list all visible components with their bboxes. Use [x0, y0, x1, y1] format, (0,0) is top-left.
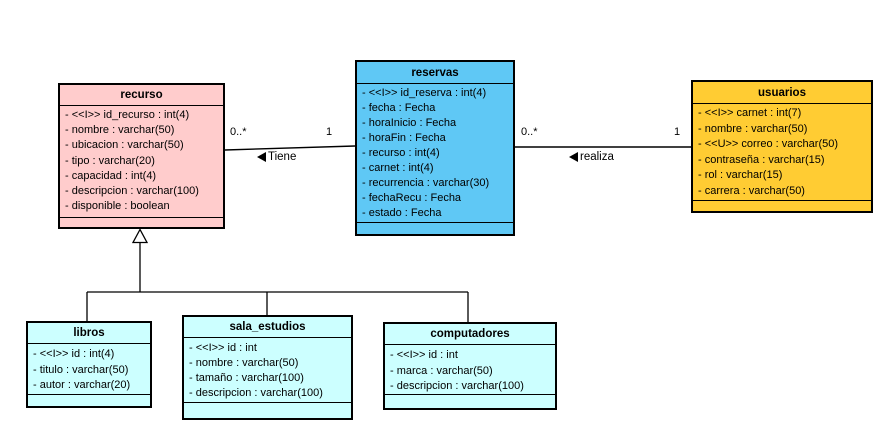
attribute-row: - descripcion : varchar(100) [189, 387, 323, 399]
multiplicity-usuarios-side: 1 [674, 126, 681, 138]
inheritance-triangle-icon [131, 228, 149, 244]
entity-attributes: - <<I>> id : int - nombre : varchar(50) … [184, 338, 351, 403]
entity-empty-compartment [357, 223, 513, 234]
association-line-tiene [224, 145, 356, 151]
attribute-row: - descripcion : varchar(100) [390, 380, 524, 393]
entity-computadores[interactable]: computadores - <<I>> id : int - marca : … [383, 322, 557, 410]
attribute-row: - fecha : Fecha [362, 102, 436, 114]
entity-empty-compartment [28, 395, 150, 406]
attribute-row: - tamaño : varchar(100) [189, 372, 304, 384]
entity-title: computadores [385, 324, 555, 345]
entity-empty-compartment [184, 403, 351, 418]
attribute-row: - contraseña : varchar(15) [698, 153, 825, 166]
attribute-row: - rol : varchar(15) [698, 169, 783, 182]
attribute-row: - marca : varchar(50) [390, 364, 493, 377]
attribute-row: - <<I>> id : int [390, 349, 458, 361]
entity-empty-compartment [60, 218, 223, 227]
entity-attributes: - <<I>> id : int - marca : varchar(50) -… [385, 345, 555, 395]
association-name-tiene: Tiene [257, 151, 296, 163]
attribute-row: - disponible : boolean [65, 200, 170, 213]
entity-empty-compartment [385, 395, 555, 408]
entity-attributes: - <<I>> carnet : int(7) - nombre : varch… [693, 104, 871, 201]
attribute-row: - horaInicio : Fecha [362, 117, 457, 129]
attribute-row: - recurrencia : varchar(30) [362, 177, 490, 189]
attribute-row: - autor : varchar(20) [33, 379, 131, 392]
attribute-row: - estado : Fecha [362, 207, 442, 219]
entity-sala-estudios[interactable]: sala_estudios - <<I>> id : int - nombre … [182, 315, 353, 420]
attribute-row: - horaFin : Fecha [362, 132, 446, 144]
attribute-row: - capacidad : int(4) [65, 169, 157, 182]
entity-title: sala_estudios [184, 317, 351, 338]
entity-attributes: - <<I>> id_reserva : int(4) - fecha : Fe… [357, 84, 513, 223]
entity-reservas[interactable]: reservas - <<I>> id_reserva : int(4) - f… [355, 60, 515, 236]
entity-title: usuarios [693, 82, 871, 104]
multiplicity-recurso-side: 0..* [230, 126, 247, 138]
arrow-left-icon [569, 152, 578, 162]
entity-title: reservas [357, 62, 513, 84]
entity-attributes: - <<I>> id_recurso : int(4) - nombre : v… [60, 106, 223, 218]
entity-libros[interactable]: libros - <<I>> id : int(4) - titulo : va… [26, 321, 152, 408]
attribute-row: - nombre : varchar(50) [65, 124, 175, 137]
attribute-row: - descripcion : varchar(100) [65, 185, 199, 198]
entity-title: libros [28, 323, 150, 344]
entity-attributes: - <<I>> id : int(4) - titulo : varchar(5… [28, 344, 150, 395]
multiplicity-reservas-side: 1 [326, 126, 333, 138]
attribute-row: - <<I>> id_reserva : int(4) [362, 87, 487, 99]
entity-empty-compartment [693, 201, 871, 211]
arrow-left-icon [257, 152, 266, 162]
attribute-row: - recurso : int(4) [362, 147, 440, 159]
attribute-row: - carrera : varchar(50) [698, 184, 805, 197]
association-name-label: Tiene [268, 151, 297, 163]
attribute-row: - carnet : int(4) [362, 162, 434, 174]
attribute-row: - titulo : varchar(50) [33, 363, 129, 376]
attribute-row: - <<I>> id_recurso : int(4) [65, 109, 190, 121]
attribute-row: - <<I>> id : int [189, 342, 257, 354]
attribute-row: - nombre : varchar(50) [698, 122, 808, 135]
attribute-row: - fechaRecu : Fecha [362, 192, 462, 204]
entity-recurso[interactable]: recurso - <<I>> id_recurso : int(4) - no… [58, 83, 225, 229]
attribute-row: - ubicacion : varchar(50) [65, 139, 184, 152]
entity-title: recurso [60, 85, 223, 106]
attribute-row: - <<I>> id : int(4) [33, 348, 115, 360]
entity-usuarios[interactable]: usuarios - <<I>> carnet : int(7) - nombr… [691, 80, 873, 213]
multiplicity-reservas-right-side: 0..* [521, 126, 538, 138]
attribute-row: - nombre : varchar(50) [189, 357, 299, 369]
attribute-row: - <<U>> correo : varchar(50) [698, 138, 839, 151]
association-name-label: realiza [580, 151, 614, 163]
association-name-realiza: realiza [569, 151, 614, 163]
attribute-row: - <<I>> carnet : int(7) [698, 107, 802, 119]
attribute-row: - tipo : varchar(20) [65, 154, 155, 167]
